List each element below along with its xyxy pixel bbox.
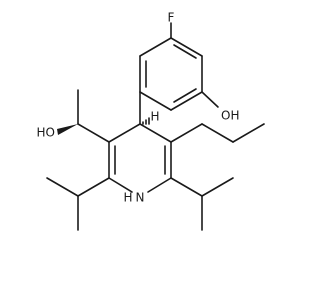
wedge-bond-c-oh bbox=[57, 124, 78, 135]
hashed-bond-c4-h bbox=[139, 117, 150, 125]
bond bbox=[108, 177, 133, 193]
bond bbox=[139, 123, 172, 143]
molecule-structure: F OH HO N H H bbox=[37, 11, 265, 231]
bond-propyl-3 bbox=[232, 123, 265, 143]
bond-propyl-2 bbox=[201, 123, 234, 143]
atom-label-nitrogen-hydrogen: H bbox=[123, 191, 132, 205]
double-bond bbox=[173, 88, 197, 103]
bond-isopropyl-left-2 bbox=[46, 177, 79, 197]
atom-label-alcohol-oxygen: HO bbox=[37, 126, 55, 140]
atom-label-ring-nitrogen: N bbox=[136, 191, 145, 205]
atom-label-phenol-oxygen: OH bbox=[221, 109, 239, 123]
bond-isopropyl-right-1 bbox=[170, 177, 203, 197]
bond bbox=[139, 91, 172, 111]
benzene-ring bbox=[139, 37, 203, 111]
atom-label-fluorine: F bbox=[168, 11, 175, 25]
bond bbox=[170, 37, 203, 57]
bond bbox=[108, 123, 141, 143]
bond-isopropyl-right-2 bbox=[201, 177, 234, 197]
bond-c3-carbinol bbox=[77, 123, 110, 143]
bond-isopropyl-left-1 bbox=[77, 177, 110, 197]
bond-propyl-1 bbox=[170, 123, 203, 143]
bond bbox=[170, 91, 203, 111]
bond-c-oh bbox=[201, 91, 219, 108]
double-bond bbox=[173, 44, 197, 59]
atom-label-stereo-hydrogen: H bbox=[150, 110, 159, 124]
bond bbox=[147, 177, 172, 193]
dihydropyridine-ring bbox=[108, 123, 172, 193]
bond bbox=[139, 37, 172, 57]
